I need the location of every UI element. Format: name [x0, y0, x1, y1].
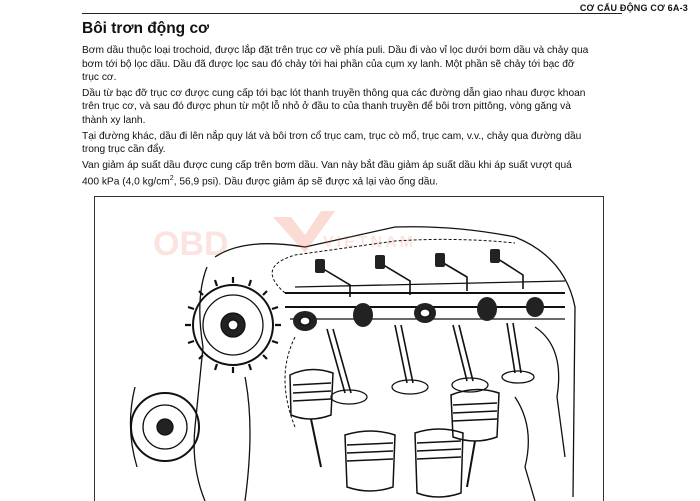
paragraph-crankshaft: Dầu từ bạc đỡ trục cơ được cung cấp tới …	[82, 87, 632, 128]
pressure-prefix: 400 kPa (4,0 kg/cm	[82, 176, 170, 188]
watermark-text-left: OBD	[153, 225, 229, 263]
page-title: Bôi trơn động cơ	[82, 20, 210, 37]
header-rule	[82, 13, 622, 14]
paragraph-relief-valve: Van giảm áp suất dầu được cung cấp trên …	[82, 159, 632, 188]
paragraph-oil-pump: Bơm dầu thuộc loại trochoid, được lắp đặ…	[82, 44, 632, 85]
paragraph-cylinder-head: Tại đường khác, dầu đi lên nắp quy lát v…	[82, 130, 632, 157]
text-line: trong trục cần đẩy.	[82, 144, 166, 156]
engine-cutaway-drawing: OBD VIETNAM	[129, 211, 576, 501]
body-text: Bơm dầu thuộc loại trochoid, được lắp đặ…	[82, 44, 632, 188]
pressure-superscript: 2	[169, 175, 174, 183]
text-line: thành xy lanh.	[82, 114, 146, 126]
text-line: Bơm dầu thuộc loại trochoid, được lắp đặ…	[82, 45, 589, 56]
watermark-text-right: VIETNAM	[323, 234, 416, 251]
section-header: CƠ CẤU ĐỘNG CƠ 6A-3	[579, 3, 688, 13]
text-line: Van giảm áp suất dầu được cung cấp trên …	[82, 159, 572, 171]
text-line: bơm tới bộ lọc dầu. Dầu đã được lọc sau …	[82, 58, 575, 70]
text-line: 400 kPa (4,0 kg/cm2, 56,9 psi). Dầu được…	[82, 172, 632, 188]
engine-lubrication-figure: OBD VIETNAM	[94, 196, 604, 501]
text-line: trên trục cơ, và sau đó được phun từ một…	[82, 101, 571, 113]
text-line: trục cơ.	[82, 72, 117, 84]
pressure-suffix: , 56,9 psi). Dầu được giảm áp sẽ được xả…	[173, 176, 438, 188]
text-line: Dầu từ bạc đỡ trục cơ được cung cấp tới …	[82, 87, 586, 99]
text-line: Tại đường khác, dầu đi lên nắp quy lát v…	[82, 130, 582, 142]
